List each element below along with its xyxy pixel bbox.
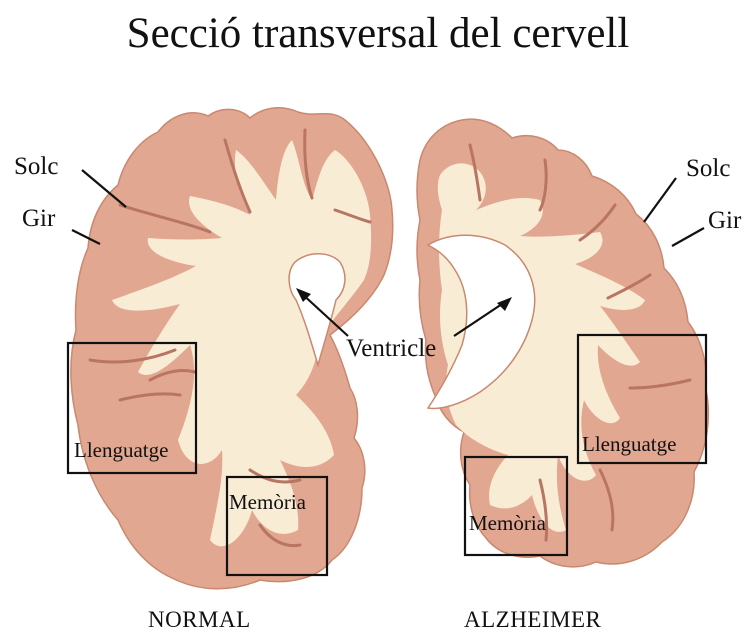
right-gyrus-pointer: [672, 228, 704, 246]
alzheimer-language-label: Llenguatge: [582, 432, 676, 456]
left-sulcus-label: Solc: [14, 152, 58, 182]
left-gyrus-label: Gir: [22, 204, 55, 234]
right-sulcus-pointer: [644, 178, 676, 222]
alzheimer-hemisphere: [417, 119, 708, 567]
normal-memory-label: Memòria: [229, 490, 306, 514]
ventricle-label: Ventricle: [346, 334, 436, 364]
alzheimer-memory-label: Memòria: [469, 511, 546, 535]
normal-caption: NORMAL: [148, 606, 251, 634]
normal-language-label: Llenguatge: [74, 438, 168, 462]
right-sulcus-label: Solc: [686, 154, 730, 184]
right-gyrus-label: Gir: [708, 206, 741, 236]
alzheimer-caption: ALZHEIMER: [464, 606, 601, 634]
normal-hemisphere: [71, 108, 393, 589]
